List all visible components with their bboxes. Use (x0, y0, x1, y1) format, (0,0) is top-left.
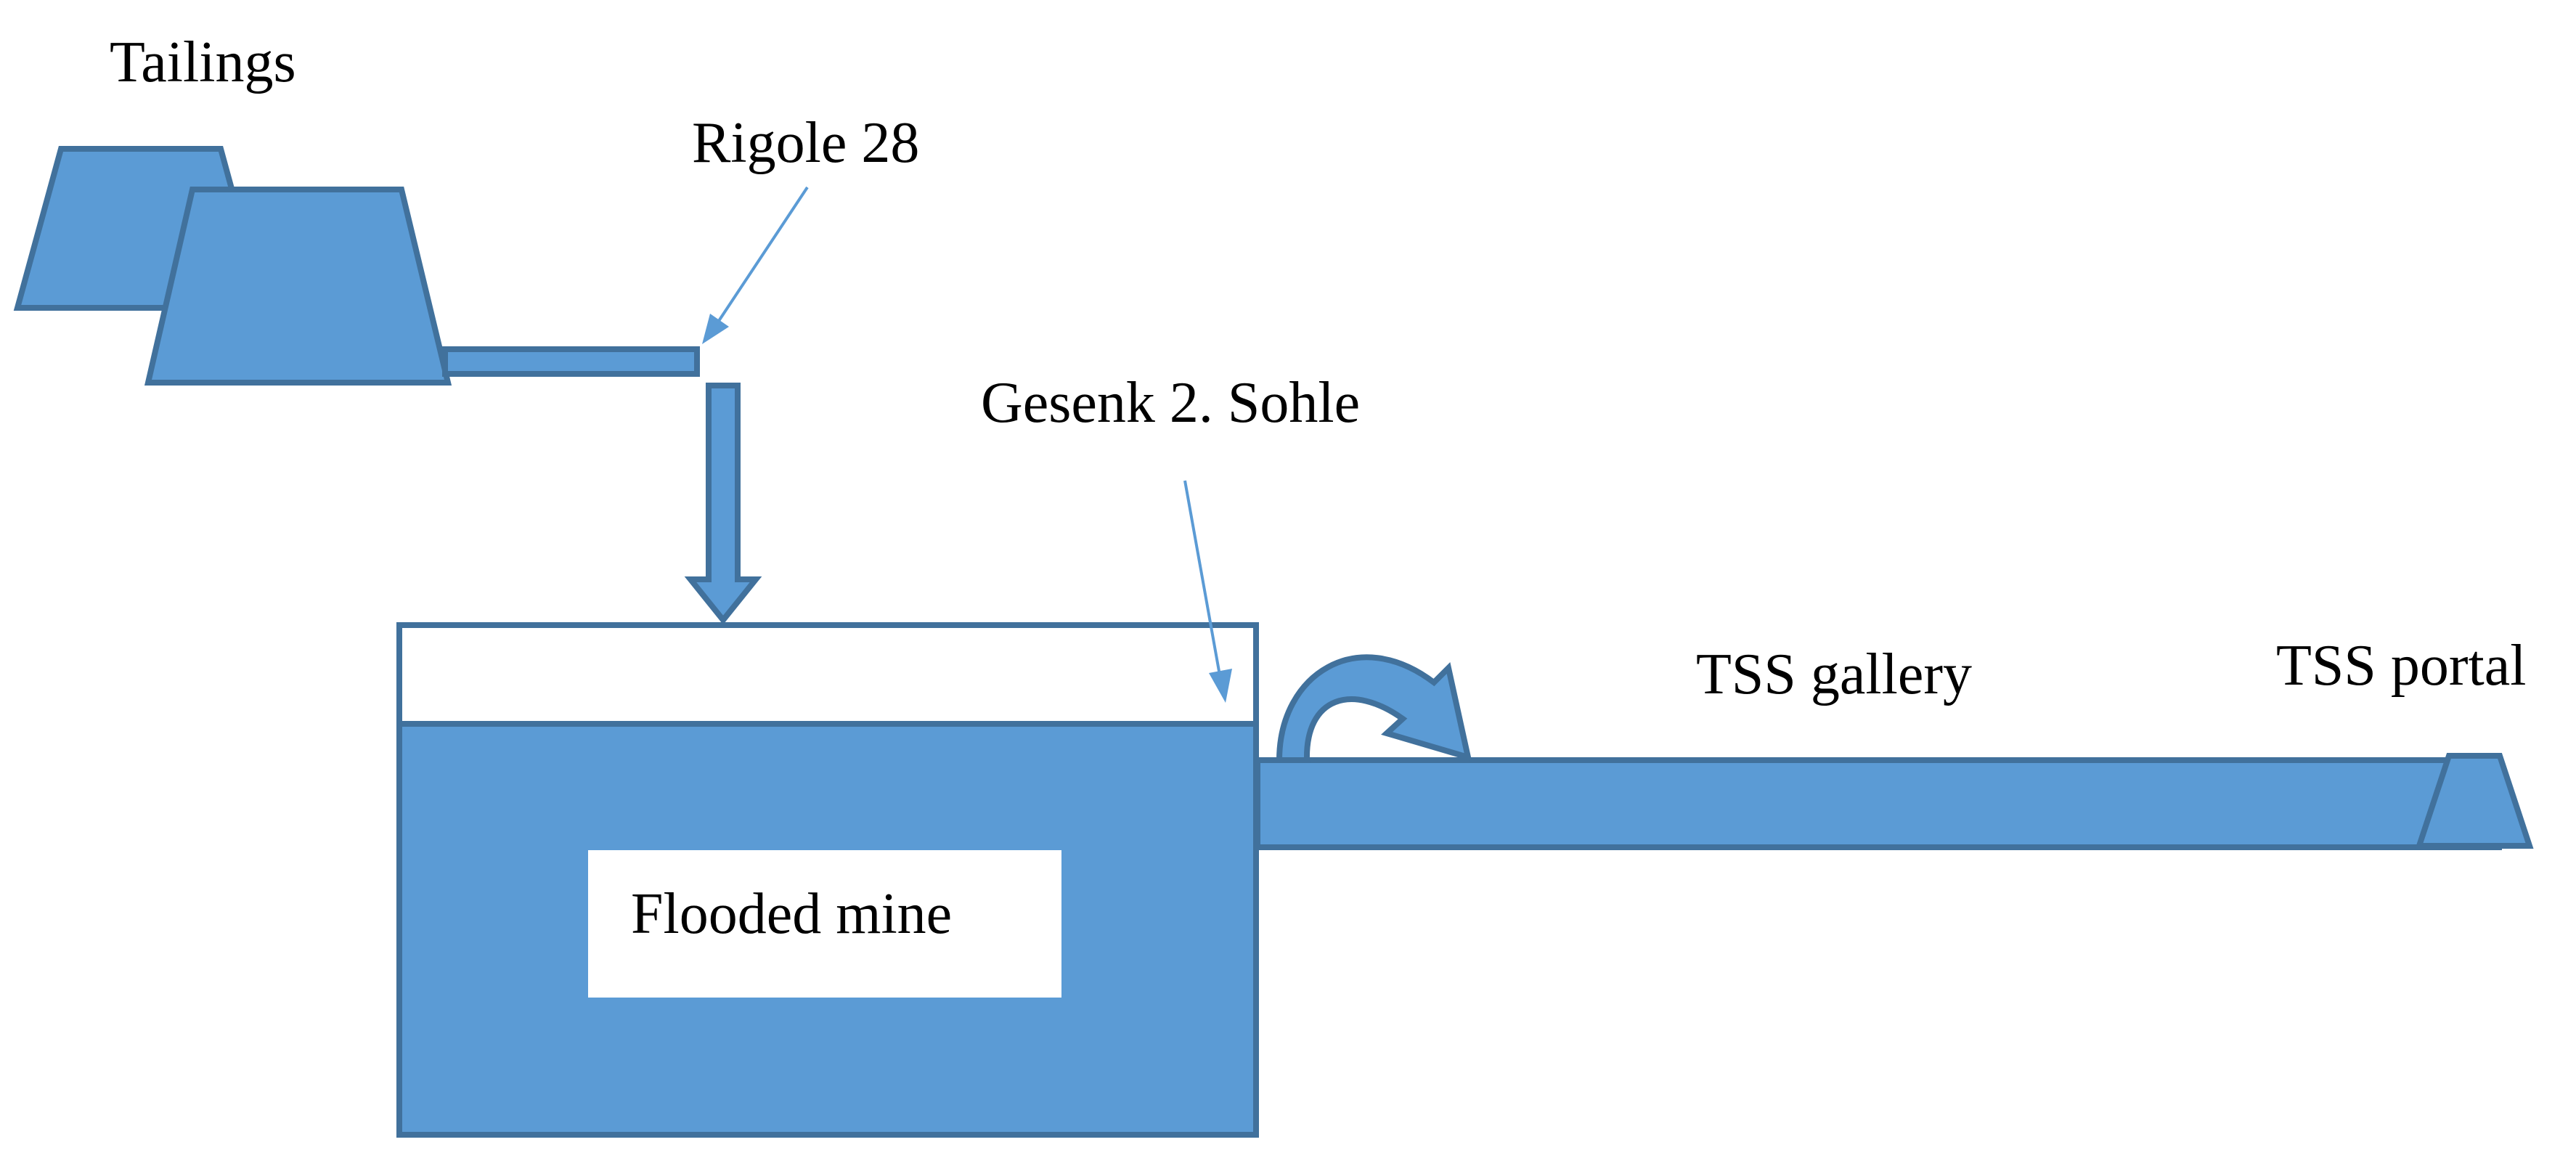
rigole-label: Rigole 28 (692, 111, 919, 175)
flooded-mine-label: Flooded mine (631, 882, 952, 946)
mine-air-space (396, 622, 1259, 727)
tss-gallery-channel (1255, 757, 2502, 850)
rigole-pointer (702, 186, 809, 344)
tss-portal (2415, 753, 2534, 849)
tailings-heap-front (144, 187, 452, 386)
rigole-channel (442, 346, 700, 377)
down-arrow (684, 383, 762, 625)
flooded-mine-label-box (588, 850, 1061, 998)
tss-portal-label: TSS portal (2276, 634, 2526, 698)
overflow-curved-arrow (1276, 654, 1472, 763)
tailings-label: Tailings (110, 30, 296, 94)
tss-gallery-label: TSS gallery (1696, 643, 1972, 706)
gesenk-label: Gesenk 2. Sohle (981, 371, 1360, 435)
gesenk-pointer (1183, 480, 1232, 703)
